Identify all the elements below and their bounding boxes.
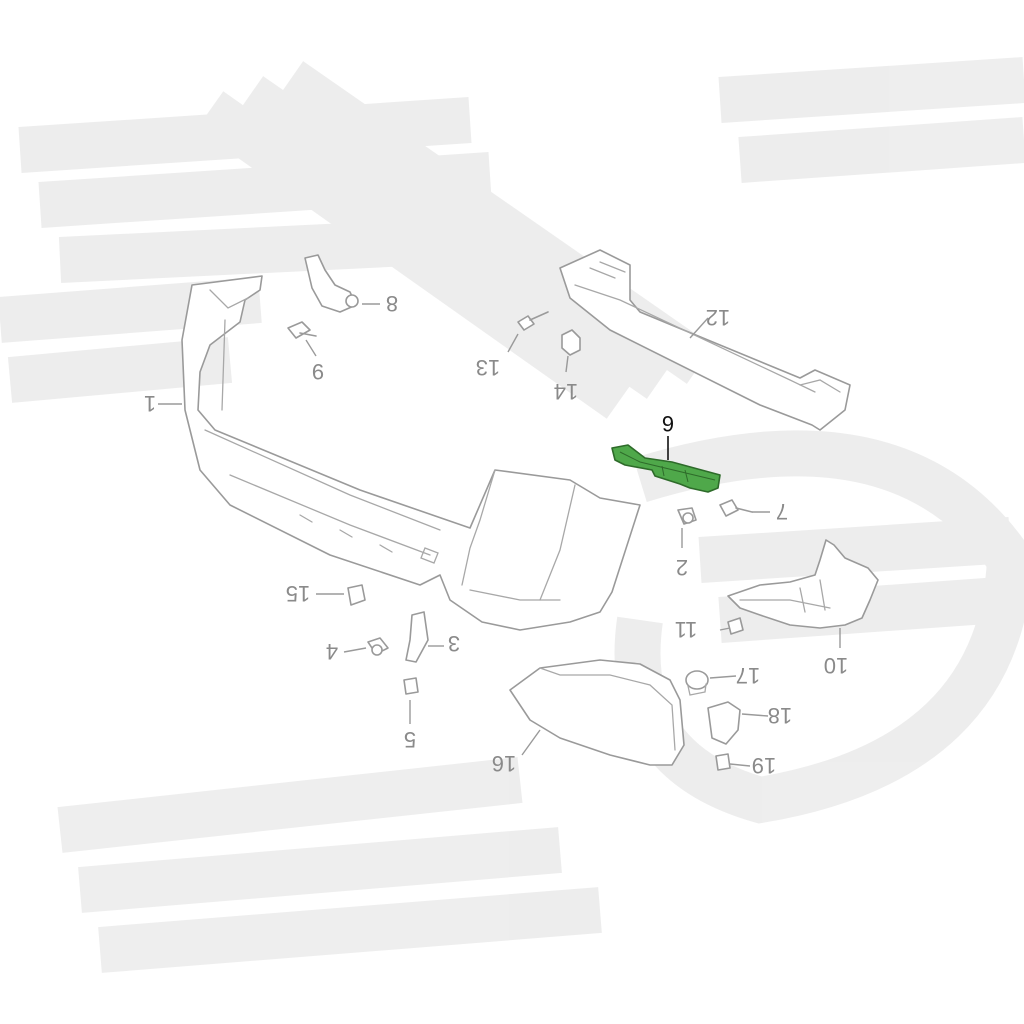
bracket-18-part [707,701,741,745]
callout-16: 16 [492,751,516,776]
leader-lines [158,303,841,767]
upper-bracket-part [304,254,359,313]
callout-8: 8 [386,291,398,316]
bolt-13-part [517,311,549,331]
screw-5-part [403,677,419,695]
callout-13: 13 [476,355,500,380]
clip-2-part [677,507,697,525]
callout-17: 17 [736,663,760,688]
callout-3: 3 [448,631,460,656]
reinforcement-beam-part [559,249,851,431]
screw-19-part [715,753,731,771]
callout-1: 1 [144,391,156,416]
callout-10: 10 [824,653,848,678]
callout-19: 19 [752,753,776,778]
screw-11-part [727,617,744,635]
screw-7-part [719,499,753,517]
callout-18: 18 [768,703,792,728]
callout-6-highlighted: 6 [662,411,674,436]
lamp-housing-part [509,659,685,766]
callout-4: 4 [326,639,338,664]
callout-labels: 1 2 3 4 5 6 7 8 9 10 11 12 13 14 15 16 1… [144,291,848,778]
callout-7: 7 [776,499,788,524]
clip-4-part [367,637,389,656]
callout-14: 14 [554,379,578,404]
callout-15: 15 [286,581,310,606]
side-bracket-part [727,539,879,629]
bumper-cover-part [181,275,641,631]
highlighted-bracket-part [611,444,721,493]
bracket-3-part [405,611,429,663]
screw-9-part [287,321,317,339]
callout-2: 2 [676,555,688,580]
callout-11: 11 [675,617,698,642]
cap-15-part [347,584,366,606]
callout-9: 9 [312,359,324,384]
nut-14-part [561,329,581,356]
bushing-17-part [685,670,709,696]
callout-12: 12 [706,305,730,330]
callout-5: 5 [404,727,416,752]
